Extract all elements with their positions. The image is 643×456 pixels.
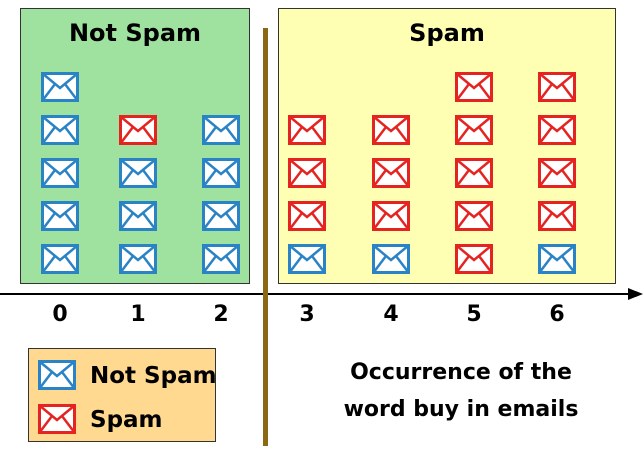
spam-envelope-icon (538, 201, 576, 231)
spam-envelope-icon (538, 115, 576, 145)
legend-spam-envelope-icon (38, 404, 76, 434)
spam-envelope-icon (455, 158, 493, 188)
legend-not-spam-envelope-icon (38, 360, 76, 390)
spam-envelope-icon (288, 158, 326, 188)
not-spam-envelope-icon (41, 72, 79, 102)
not-spam-envelope-icon (202, 115, 240, 145)
tick-label-2: 2 (213, 302, 229, 327)
not-spam-region-title: Not Spam (68, 19, 202, 47)
not-spam-envelope-icon (538, 244, 576, 274)
spam-envelope-icon (455, 115, 493, 145)
tick-label-3: 3 (299, 302, 315, 327)
not-spam-envelope-icon (202, 244, 240, 274)
not-spam-envelope-icon (41, 158, 79, 188)
spam-envelope-icon (538, 158, 576, 188)
spam-envelope-icon (288, 201, 326, 231)
not-spam-envelope-icon (41, 115, 79, 145)
not-spam-envelope-icon (119, 244, 157, 274)
axis-caption-line-1: Occurrence of the (350, 360, 572, 385)
not-spam-envelope-icon (202, 201, 240, 231)
x-axis (0, 288, 643, 300)
not-spam-envelope-icon (372, 244, 410, 274)
spam-envelope-icon (455, 244, 493, 274)
tick-label-4: 4 (383, 302, 399, 327)
not-spam-envelope-icon (288, 244, 326, 274)
not-spam-envelope-icon (119, 158, 157, 188)
class-divider (263, 28, 268, 446)
spam-envelope-icon (538, 72, 576, 102)
not-spam-region: Not Spam (20, 8, 250, 284)
legend-spam-label: Spam (90, 407, 163, 433)
spam-envelope-icon (372, 115, 410, 145)
axis-caption-line-2: word buy in emails (343, 397, 579, 422)
spam-region: Spam (278, 8, 616, 284)
tick-label-5: 5 (466, 302, 482, 327)
not-spam-envelope-icon (41, 244, 79, 274)
not-spam-envelope-icon (119, 201, 157, 231)
spam-envelope-icon (372, 201, 410, 231)
not-spam-envelope-icon (202, 158, 240, 188)
tick-label-0: 0 (52, 302, 68, 327)
not-spam-envelope-icon (41, 201, 79, 231)
tick-label-6: 6 (549, 302, 565, 327)
legend-not-spam-label: Not Spam (90, 363, 217, 389)
tick-label-1: 1 (130, 302, 146, 327)
spam-envelope-icon (455, 72, 493, 102)
spam-envelope-icon (455, 201, 493, 231)
spam-envelope-icon (372, 158, 410, 188)
spam-envelope-icon (288, 115, 326, 145)
spam-region-title: Spam (409, 19, 485, 47)
spam-envelope-icon (119, 115, 157, 145)
